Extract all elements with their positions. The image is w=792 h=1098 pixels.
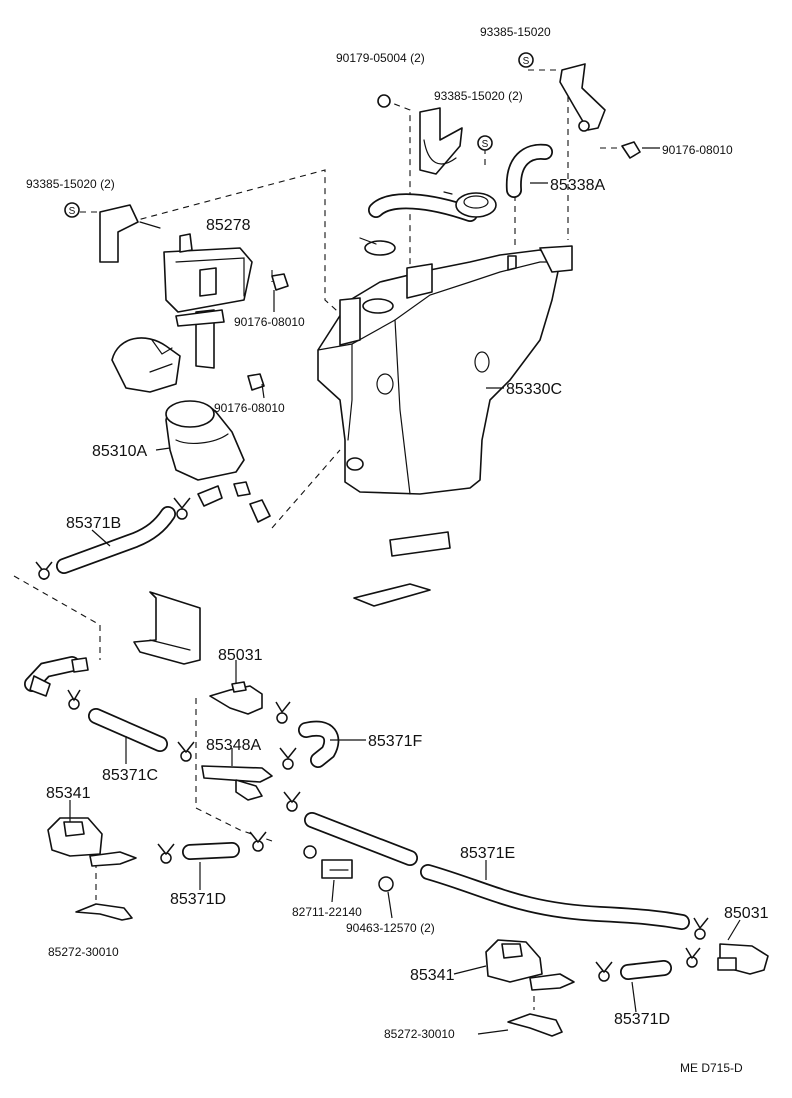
label-85272-30010-right: 85272-30010 (384, 1027, 455, 1041)
label-85371C: 85371C (102, 767, 158, 784)
vent-hose-85338A (505, 143, 553, 198)
washer-tank (317, 245, 573, 495)
hose-85371C (88, 708, 168, 752)
label-85272-30010-left: 85272-30010 (48, 945, 119, 959)
label-85310A: 85310A (92, 443, 147, 460)
label-93385-15020-left: 93385-15020 (2) (26, 177, 115, 191)
label-93385-15020-mid: 93385-15020 (2) (434, 89, 523, 103)
washer-pump-85310A (165, 400, 271, 523)
hose-85371E (304, 812, 690, 930)
part-labels: 93385-15020 90179-05004 (2) 93385-15020 … (26, 25, 769, 1075)
label-90179-05004: 90179-05004 (2) (336, 51, 425, 65)
label-90176-08010-low: 90176-08010 (214, 401, 285, 415)
label-85278: 85278 (206, 217, 251, 234)
washer-nozzle-85341-right (485, 939, 575, 991)
label-85371D-left: 85371D (170, 891, 226, 908)
s-marker: S (523, 56, 530, 67)
hose-85371D-right (620, 960, 672, 980)
label-85341-right: 85341 (410, 967, 455, 984)
hose-85371D-left (182, 842, 240, 860)
connector-82711 (321, 859, 353, 879)
fasteners: S S S (64, 52, 534, 391)
clip-85272-left (75, 903, 133, 921)
label-85031-lower: 85031 (724, 905, 769, 922)
label-82711-22140: 82711-22140 (292, 905, 362, 919)
label-93385-15020-top: 93385-15020 (480, 25, 551, 39)
joint-85031-lower (717, 943, 769, 975)
label-85348A: 85348A (206, 737, 261, 754)
label-85371D-right: 85371D (614, 1011, 670, 1028)
joint-85348A (201, 765, 273, 801)
footer-code: ME D715-D (680, 1061, 743, 1075)
s-marker: S (69, 206, 76, 217)
tank-cap-and-filler-hose (359, 191, 497, 256)
s-marker: S (482, 139, 489, 150)
label-90463-12570: 90463-12570 (2) (346, 921, 435, 935)
tank-pads (353, 531, 451, 607)
nozzle-bracket (133, 591, 201, 665)
tank-bracket-right (559, 63, 641, 159)
motor-housing (111, 337, 181, 393)
label-85031-upper: 85031 (218, 647, 263, 664)
tank-bracket-middle (419, 107, 463, 175)
washer-nozzle-85341-left (47, 817, 137, 867)
label-85371E: 85371E (460, 845, 515, 862)
hose-85371B (35, 497, 191, 580)
hose-85371F (298, 720, 340, 768)
relay-85278 (99, 204, 253, 369)
label-90176-08010-mid: 90176-08010 (234, 315, 305, 329)
label-85330C: 85330C (506, 381, 562, 398)
label-85371F: 85371F (368, 733, 422, 750)
label-85371B: 85371B (66, 515, 121, 532)
joint-85031-upper (209, 681, 263, 715)
leader-lines (69, 147, 741, 1035)
label-90176-08010-right: 90176-08010 (662, 143, 733, 157)
label-85341-left: 85341 (46, 785, 91, 802)
clip-85272-right (507, 1013, 563, 1037)
hose-clamps (67, 689, 709, 982)
nozzle-pipe-left (24, 656, 89, 697)
label-85338A: 85338A (550, 177, 605, 194)
